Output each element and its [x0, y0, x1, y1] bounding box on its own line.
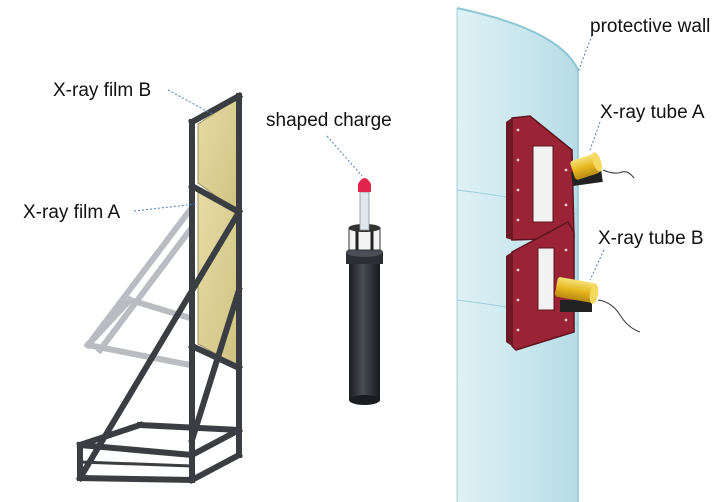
label-xray-tube-b: X-ray tube B — [598, 228, 704, 249]
tube-mount-upper — [506, 115, 575, 241]
label-xray-film-a: X-ray film A — [23, 202, 121, 223]
tube-mount-lower — [506, 221, 575, 351]
shaped-charge — [346, 178, 383, 405]
label-xray-tube-a: X-ray tube A — [600, 102, 705, 123]
film-stand-frame — [75, 91, 244, 485]
label-xray-film-b: X-ray film B — [53, 80, 152, 101]
xray-tube-a — [570, 152, 635, 187]
film-stand-ghost — [83, 205, 195, 369]
label-protective-wall: protective wall — [590, 16, 711, 37]
xray-tube-b — [555, 277, 641, 333]
label-shaped-charge: shaped charge — [266, 110, 392, 131]
film-stand-ties — [79, 460, 193, 468]
leader-lines — [133, 34, 605, 281]
